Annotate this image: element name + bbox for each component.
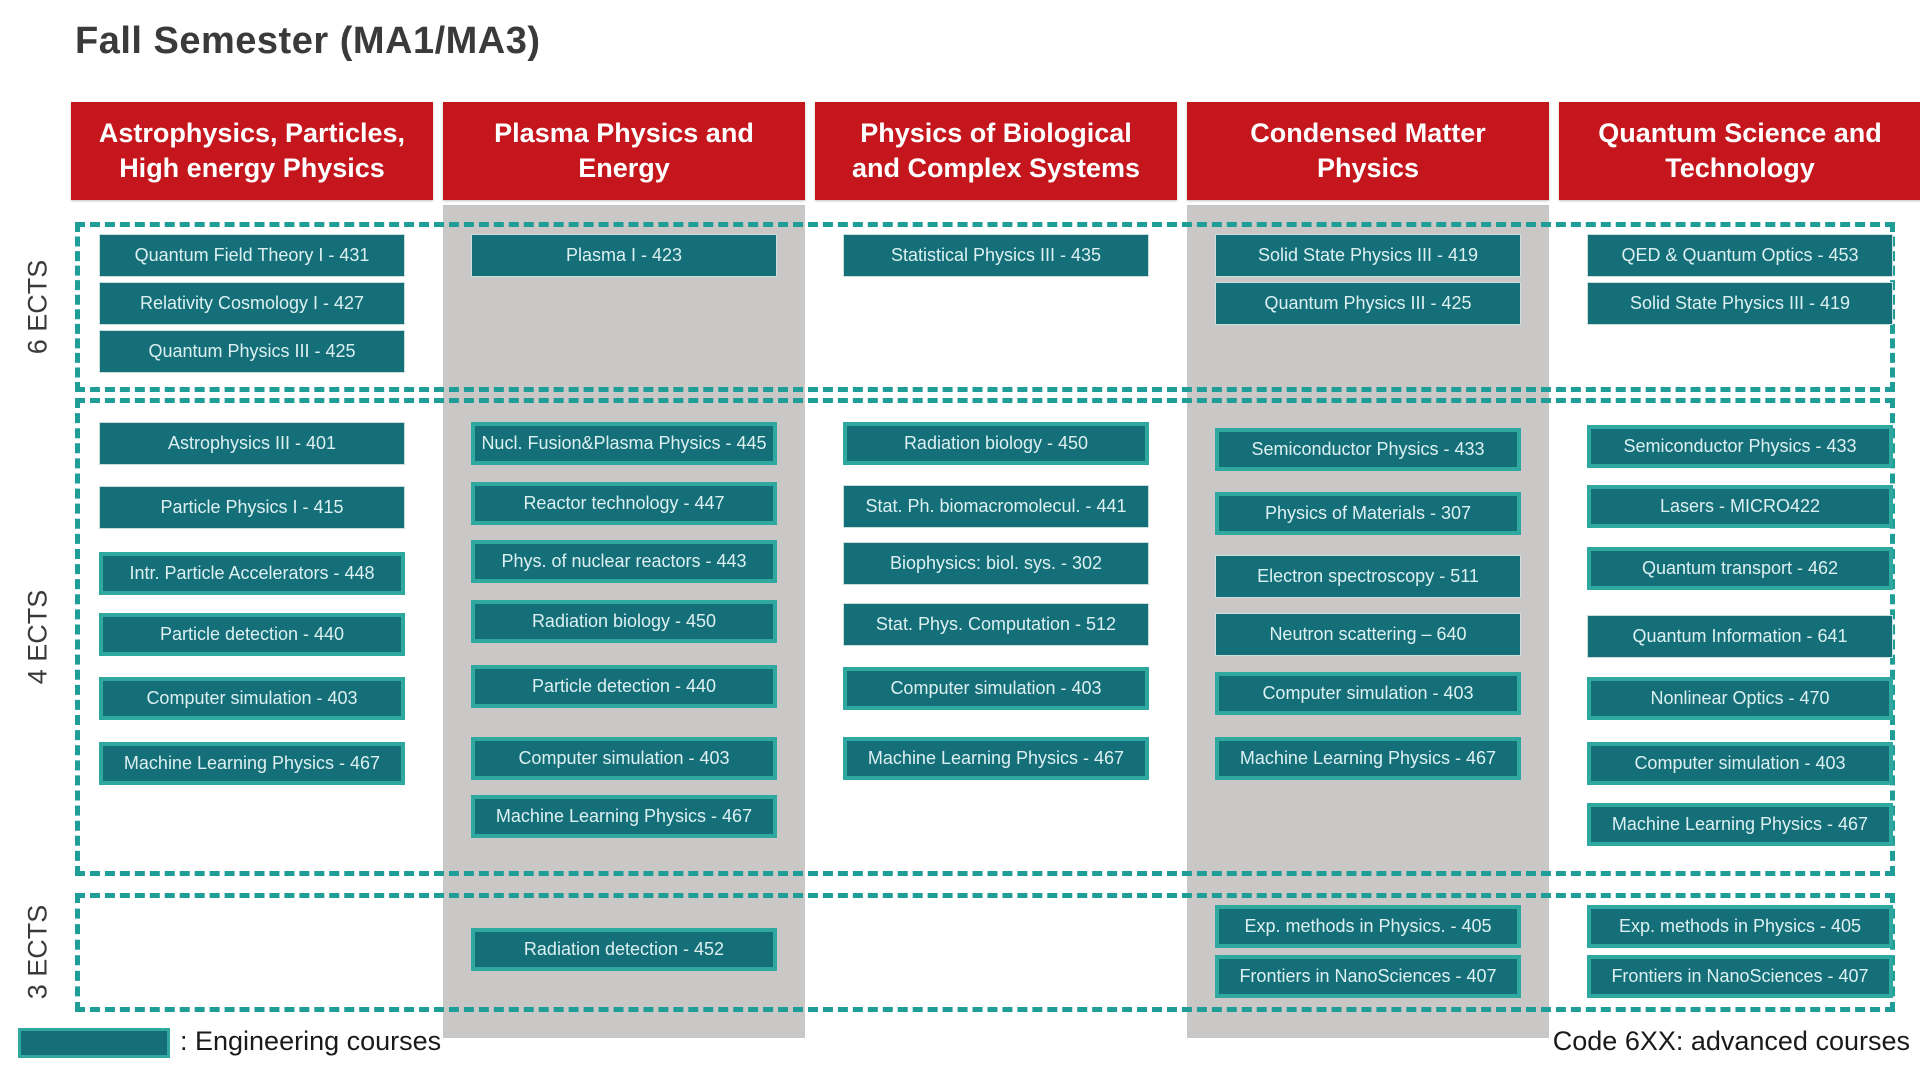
column-header-line: Astrophysics, Particles, bbox=[98, 118, 406, 149]
course-box: Nucl. Fusion&Plasma Physics - 445 bbox=[471, 422, 777, 465]
course-box: Computer simulation - 403 bbox=[1215, 672, 1521, 715]
course-box: Exp. methods in Physics - 405 bbox=[1587, 905, 1893, 948]
course-box: Plasma I - 423 bbox=[471, 234, 777, 277]
course-box: Nonlinear Optics - 470 bbox=[1587, 677, 1893, 720]
course-box: Biophysics: biol. sys. - 302 bbox=[843, 542, 1149, 585]
column-header-line: Quantum Science and bbox=[1598, 118, 1882, 149]
legend-engineering-swatch bbox=[18, 1028, 170, 1058]
course-box: Radiation biology - 450 bbox=[471, 600, 777, 643]
course-box: Semiconductor Physics - 433 bbox=[1215, 428, 1521, 471]
course-box: Phys. of nuclear reactors - 443 bbox=[471, 540, 777, 583]
course-box: Particle Physics I - 415 bbox=[99, 486, 405, 529]
ects-label-6: 6 ECTS bbox=[22, 259, 53, 355]
course-box: Quantum Physics III - 425 bbox=[1215, 282, 1521, 325]
course-box: Solid State Physics III - 419 bbox=[1215, 234, 1521, 277]
course-box: Solid State Physics III - 419 bbox=[1587, 282, 1893, 325]
column-header-line: High energy Physics bbox=[119, 153, 385, 183]
course-box: Statistical Physics III - 435 bbox=[843, 234, 1149, 277]
course-box: Stat. Ph. biomacromolecul. - 441 bbox=[843, 485, 1149, 528]
course-box: Machine Learning Physics - 467 bbox=[1587, 803, 1893, 846]
legend-engineering-label: : Engineering courses bbox=[180, 1026, 442, 1056]
course-box: Machine Learning Physics - 467 bbox=[1215, 737, 1521, 780]
course-box: Frontiers in NanoSciences - 407 bbox=[1587, 955, 1893, 998]
course-box: Astrophysics III - 401 bbox=[99, 422, 405, 465]
course-box: Computer simulation - 403 bbox=[99, 677, 405, 720]
column-header: Astrophysics, Particles, High energy Phys… bbox=[71, 102, 433, 200]
course-box: Machine Learning Physics - 467 bbox=[471, 795, 777, 838]
course-box: Particle detection - 440 bbox=[99, 613, 405, 656]
column-header-line: and Complex Systems bbox=[851, 153, 1141, 183]
course-box: QED & Quantum Optics - 453 bbox=[1587, 234, 1893, 277]
page-title: Fall Semester (MA1/MA3) bbox=[75, 20, 541, 62]
course-box: Semiconductor Physics - 433 bbox=[1587, 425, 1893, 468]
course-box: Quantum Physics III - 425 bbox=[99, 330, 405, 373]
course-box: Reactor technology - 447 bbox=[471, 482, 777, 525]
column-header-line: Physics of Biological bbox=[860, 118, 1132, 149]
course-box: Computer simulation - 403 bbox=[1587, 742, 1893, 785]
column-header-line: Physics bbox=[1316, 153, 1420, 183]
course-box: Machine Learning Physics - 467 bbox=[843, 737, 1149, 780]
advanced-courses-note: Code 6XX: advanced courses bbox=[1552, 1026, 1910, 1056]
column-header-line: Condensed Matter bbox=[1250, 118, 1486, 149]
course-box: Quantum transport - 462 bbox=[1587, 547, 1893, 590]
course-box: Computer simulation - 403 bbox=[843, 667, 1149, 710]
column-header-line: Energy bbox=[578, 153, 670, 183]
ects-label-4: 4 ECTS bbox=[22, 589, 53, 685]
course-box: Lasers - MICRO422 bbox=[1587, 485, 1893, 528]
course-box: Quantum Information - 641 bbox=[1587, 615, 1893, 658]
course-box: Electron spectroscopy - 511 bbox=[1215, 555, 1521, 598]
course-box: Radiation detection - 452 bbox=[471, 928, 777, 971]
ects-label-3: 3 ECTS bbox=[22, 904, 53, 1000]
course-box: Exp. methods in Physics. - 405 bbox=[1215, 905, 1521, 948]
course-box: Frontiers in NanoSciences - 407 bbox=[1215, 955, 1521, 998]
course-box: Machine Learning Physics - 467 bbox=[99, 742, 405, 785]
course-box: Neutron scattering – 640 bbox=[1215, 613, 1521, 656]
course-box: Quantum Field Theory I - 431 bbox=[99, 234, 405, 277]
course-box: Intr. Particle Accelerators - 448 bbox=[99, 552, 405, 595]
column-header-line: Plasma Physics and bbox=[494, 118, 754, 149]
column-header-line: Technology bbox=[1665, 153, 1815, 183]
course-box: Stat. Phys. Computation - 512 bbox=[843, 603, 1149, 646]
course-box: Radiation biology - 450 bbox=[843, 422, 1149, 465]
course-box: Physics of Materials - 307 bbox=[1215, 492, 1521, 535]
course-box: Computer simulation - 403 bbox=[471, 737, 777, 780]
ects-group-border-3 bbox=[75, 893, 1895, 1012]
column-header: Physics of Biological and Complex Systems bbox=[815, 102, 1177, 200]
course-box: Relativity Cosmology I - 427 bbox=[99, 282, 405, 325]
course-box: Particle detection - 440 bbox=[471, 665, 777, 708]
